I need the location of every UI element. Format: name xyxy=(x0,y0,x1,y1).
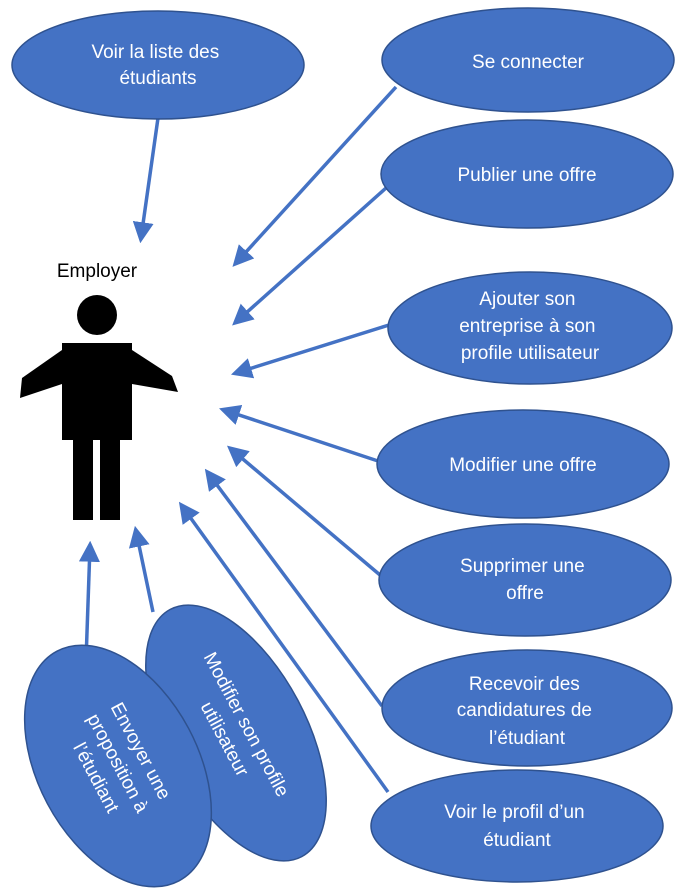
use-case-label: étudiant xyxy=(483,830,551,851)
use-case-label: Publier une offre xyxy=(457,165,596,186)
use-case-label: Voir la liste des xyxy=(91,42,219,63)
arrow-ajouter-entreprise xyxy=(230,323,390,379)
use-case-label: Ajouter son xyxy=(479,289,575,310)
svg-text:Ajouter son entreprise à: Ajouter son entreprise à son profile uti… xyxy=(459,289,601,364)
use-case-voir-profil: Voir le profil d’un étudiant xyxy=(370,769,664,883)
svg-text:Voir la liste des étudia: Voir la liste des étudiants xyxy=(91,42,224,89)
actor-label: Employer xyxy=(57,261,138,282)
svg-text:Supprimer une offre: Supprimer une offre xyxy=(460,556,590,604)
svg-text:Voir le profil d’un étud: Voir le profil d’un étudiant xyxy=(444,802,590,851)
use-case-label: l’étudiant xyxy=(489,728,566,749)
use-case-label: entreprise à son xyxy=(459,316,595,337)
use-case-voir-liste: Voir la liste des étudiants xyxy=(11,10,305,120)
use-case-modifier-offre: Modifier une offre xyxy=(376,409,670,519)
person-icon xyxy=(20,295,178,520)
arrow-modifier-profil xyxy=(128,525,155,613)
use-case-label: étudiants xyxy=(119,68,196,89)
use-case-se-connecter: Se connecter xyxy=(381,7,675,113)
use-case-supprimer-offre: Supprimer une offre xyxy=(378,523,672,637)
use-case-modifier-profil: Modifier son profile utilisateur xyxy=(145,604,327,862)
svg-text:Publier une offre: Publier une offre xyxy=(457,165,596,186)
svg-text:Se connecter: Se connecter xyxy=(472,52,585,73)
use-case-envoyer-proposition: Envoyer une proposition à l’étudiant xyxy=(23,644,213,888)
actor-employer: Employer xyxy=(20,261,178,520)
arrow-recevoir-candidatures xyxy=(204,468,384,708)
use-case-label: offre xyxy=(506,583,544,604)
arrow-supprimer-offre xyxy=(226,445,382,577)
use-case-label: Se connecter xyxy=(472,52,585,73)
arrow-modifier-offre xyxy=(219,404,379,463)
arrow-voir-profil xyxy=(178,501,390,794)
use-case-label: Modifier une offre xyxy=(449,455,597,476)
use-case-publier-offre: Publier une offre xyxy=(380,119,674,229)
arrow-voir-liste xyxy=(132,117,160,244)
arrow-se-connecter xyxy=(232,85,398,267)
svg-text:Recevoir des candidature: Recevoir des candidatures de l’étudiant xyxy=(457,674,598,749)
svg-text:Modifier une offre: Modifier une offre xyxy=(449,455,597,476)
arrow-envoyer-proposition xyxy=(78,540,100,662)
use-case-ajouter-entreprise: Ajouter son entreprise à son profile uti… xyxy=(387,271,673,385)
associations xyxy=(78,85,398,794)
use-case-label: Recevoir des xyxy=(469,674,580,695)
use-case-label: profile utilisateur xyxy=(461,343,600,364)
use-case-recevoir-candidatures: Recevoir des candidatures de l’étudiant xyxy=(381,649,673,767)
use-case-label: Voir le profil d’un xyxy=(444,802,584,823)
use-case-label: candidatures de xyxy=(457,700,592,721)
arrow-publier-offre xyxy=(232,186,388,326)
use-case-label: Supprimer une xyxy=(460,556,585,577)
